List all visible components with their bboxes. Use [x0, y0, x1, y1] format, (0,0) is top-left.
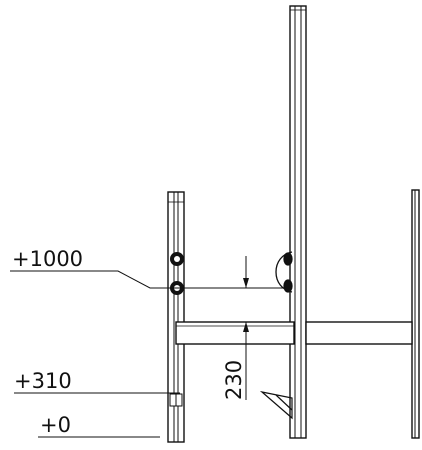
dimension-230: [240, 256, 252, 400]
base-fitting: [169, 393, 183, 407]
label-level-310: +310: [14, 369, 72, 393]
center-post: [289, 5, 307, 439]
base-gusset: [259, 390, 293, 420]
bracket: [275, 251, 293, 293]
label-level-1000: +1000: [12, 247, 83, 271]
horizontal-beam: [175, 321, 413, 345]
label-dimension-230: 230: [222, 360, 246, 400]
right-post: [411, 189, 420, 439]
leader-1000: [10, 270, 292, 289]
label-level-0: +0: [40, 413, 71, 437]
bolt-upper: [170, 252, 184, 266]
level-leaders: [10, 270, 292, 438]
